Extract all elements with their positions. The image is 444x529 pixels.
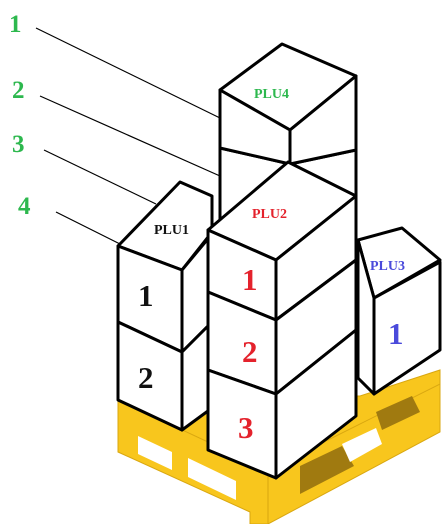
pallet-right-gap-white [342,428,382,462]
callout-4: 4 [18,193,31,220]
callout-numbers: 1 2 3 4 [9,11,31,220]
plu2-box2-number: 2 [242,334,258,369]
plu1-box1-number: 1 [138,278,154,313]
callout-line-2 [39,95,221,177]
plu2-box1-number: 1 [242,262,258,297]
plu2-box3-number: 3 [238,410,254,445]
plu1-box2-number: 2 [138,360,154,395]
plu3-label: PLU3 [370,259,405,274]
callout-1: 1 [9,11,22,38]
callout-line-3 [43,149,157,205]
pallet-left-gap [138,436,172,470]
plu3-box1-number: 1 [388,316,404,351]
callout-line-1 [35,27,221,119]
plu3-box-front-face [372,260,442,396]
callout-2: 2 [12,77,25,104]
plu1-stack [116,180,214,432]
pallet-left-gap [188,458,236,500]
plu2-box3-side-face [274,328,358,480]
pallet-right-gap [300,446,354,494]
callout-3: 3 [12,131,25,158]
plu2-stack [206,160,358,480]
plu4-box-upper-right-face [288,74,358,166]
callout-lines [35,27,221,245]
plu3-stack [356,226,442,396]
plu1-label: PLU1 [154,223,189,238]
pallet-right-gap [376,396,420,430]
callout-line-4 [55,211,121,245]
plu4-label: PLU4 [254,87,289,102]
plu2-label: PLU2 [252,207,287,222]
